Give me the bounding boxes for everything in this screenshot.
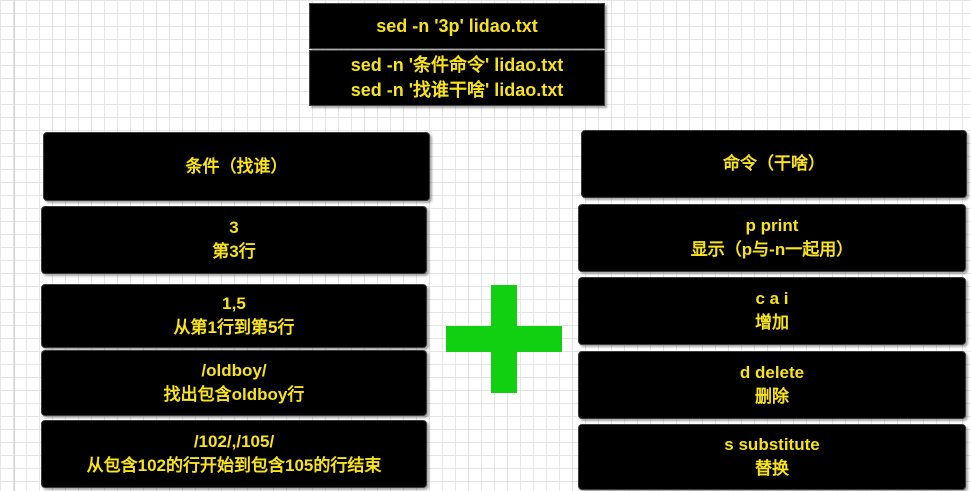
- condition-item-desc: 找出包含oldboy行: [163, 385, 305, 404]
- condition-item-line-number: 3 第3行: [41, 206, 427, 274]
- condition-item-desc: 从第1行到第5行: [173, 318, 295, 337]
- syntax-line-2: sed -n '找谁干啥' lidao.txt: [350, 80, 564, 100]
- command-header-text: 命令（干啥）: [723, 154, 825, 173]
- command-item-desc: 替换: [755, 459, 789, 478]
- command-item-desc: 删除: [755, 387, 789, 406]
- command-item-title: s substitute: [724, 435, 820, 454]
- command-item-append: c a i 增加: [578, 277, 966, 345]
- plus-icon: [446, 285, 562, 393]
- condition-header-box: 条件（找谁）: [43, 132, 430, 201]
- command-item-substitute: s substitute 替换: [578, 424, 966, 490]
- condition-item-title: 1,5: [222, 294, 246, 313]
- condition-item-line-range: 1,5 从第1行到第5行: [41, 284, 427, 348]
- condition-item-pattern-range: /102/,/105/ 从包含102的行开始到包含105的行结束: [41, 420, 427, 488]
- syntax-command-box: sed -n '条件命令' lidao.txt sed -n '找谁干啥' li…: [309, 50, 605, 106]
- command-item-title: c a i: [755, 289, 789, 308]
- command-item-delete: d delete 删除: [578, 351, 966, 419]
- condition-item-pattern: /oldboy/ 找出包含oldboy行: [41, 350, 427, 416]
- command-header-box: 命令（干啥）: [581, 130, 967, 198]
- condition-item-desc: 从包含102的行开始到包含105的行结束: [86, 456, 382, 475]
- syntax-line-1: sed -n '条件命令' lidao.txt: [350, 55, 564, 75]
- command-item-desc: 增加: [755, 313, 789, 332]
- condition-header-text: 条件（找谁）: [185, 156, 288, 176]
- canvas-left-rule: [14, 0, 15, 491]
- plus-vertical-bar: [491, 285, 517, 393]
- example-command-box: sed -n '3p' lidao.txt: [309, 3, 605, 49]
- condition-item-title: /oldboy/: [201, 361, 267, 380]
- command-item-desc: 显示（p与-n一起用）: [690, 240, 854, 259]
- command-item-print: p print 显示（p与-n一起用）: [578, 204, 966, 272]
- command-item-title: p print: [745, 216, 799, 235]
- condition-item-title: /102/,/105/: [193, 432, 275, 451]
- command-item-title: d delete: [739, 363, 805, 382]
- example-command-text: sed -n '3p' lidao.txt: [376, 15, 538, 36]
- condition-item-desc: 第3行: [212, 242, 256, 261]
- condition-item-title: 3: [229, 218, 239, 237]
